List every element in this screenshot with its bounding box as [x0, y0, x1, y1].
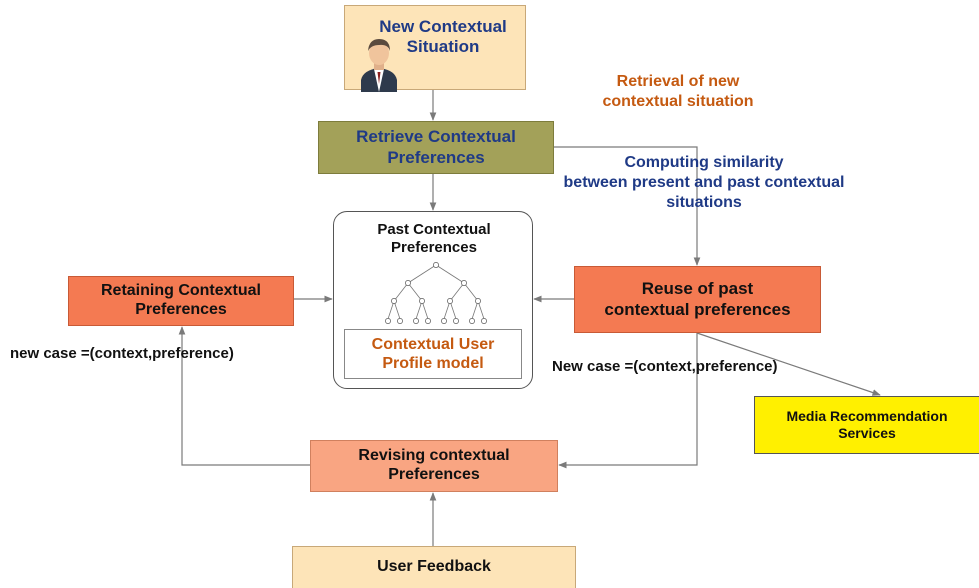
similarity-caption-line1: Computing similarity [624, 154, 784, 171]
retrieval-caption-line1: Retrieval of new [616, 73, 740, 90]
retrieve-line2: Preferences [387, 147, 485, 167]
feedback-label: User Feedback [377, 558, 491, 576]
media-line1: Media Recommendation [786, 408, 948, 425]
retrieval-caption-line2: contextual situation [602, 93, 754, 110]
retrieve-preferences-box: Retrieve Contextual Preferences [318, 121, 554, 174]
past-preferences-box: Past Contextual Preferences [333, 211, 533, 389]
similarity-caption-line3: situations [666, 194, 742, 211]
arrow-revising-to-retaining [178, 326, 310, 466]
retrieval-caption: Retrieval of new contextual situation [560, 72, 796, 112]
person-icon [361, 39, 397, 92]
reuse-line1: Reuse of past [641, 279, 754, 299]
retrieve-line1: Retrieve Contextual [356, 127, 516, 147]
new-situation-box: New Contextual Situation [344, 5, 526, 92]
similarity-caption-line2: between present and past contextual [563, 174, 845, 191]
revising-preferences-box: Revising contextual Preferences [310, 440, 558, 492]
profile-model-box: Contextual User Profile model [344, 329, 522, 379]
new-case-left-caption: new case =(context,preference) [10, 345, 234, 362]
profile-model-line1: Contextual User [371, 335, 495, 353]
media-line2: Services [838, 425, 896, 441]
revising-line2: Preferences [388, 466, 480, 483]
new-case-right-caption: New case =(context,preference) [552, 358, 778, 375]
new-situation-line2: Situation [406, 37, 480, 57]
tree-icon [385, 262, 487, 324]
similarity-caption: Computing similarity between present and… [516, 153, 892, 213]
arrow-reuse-to-media [696, 332, 881, 396]
arrow-reuse-to-revising [558, 333, 698, 469]
new-situation-line1: New Contextual [379, 17, 507, 36]
user-feedback-box: User Feedback [292, 546, 576, 588]
reuse-line2: contextual preferences [604, 299, 791, 319]
retaining-line1: Retaining Contextual [100, 282, 261, 300]
arrow-retrieve-to-reuse [554, 146, 701, 266]
retaining-line2: Preferences [135, 301, 227, 318]
revising-line1: Revising contextual [358, 447, 510, 465]
media-services-box: Media Recommendation Services [754, 396, 979, 454]
profile-model-line2: Profile model [382, 355, 484, 372]
reuse-preferences-box: Reuse of past contextual preferences [574, 266, 821, 333]
past-prefs-line2: Preferences [391, 239, 477, 257]
retaining-preferences-box: Retaining Contextual Preferences [68, 276, 294, 326]
past-prefs-line1: Past Contextual [377, 221, 491, 238]
